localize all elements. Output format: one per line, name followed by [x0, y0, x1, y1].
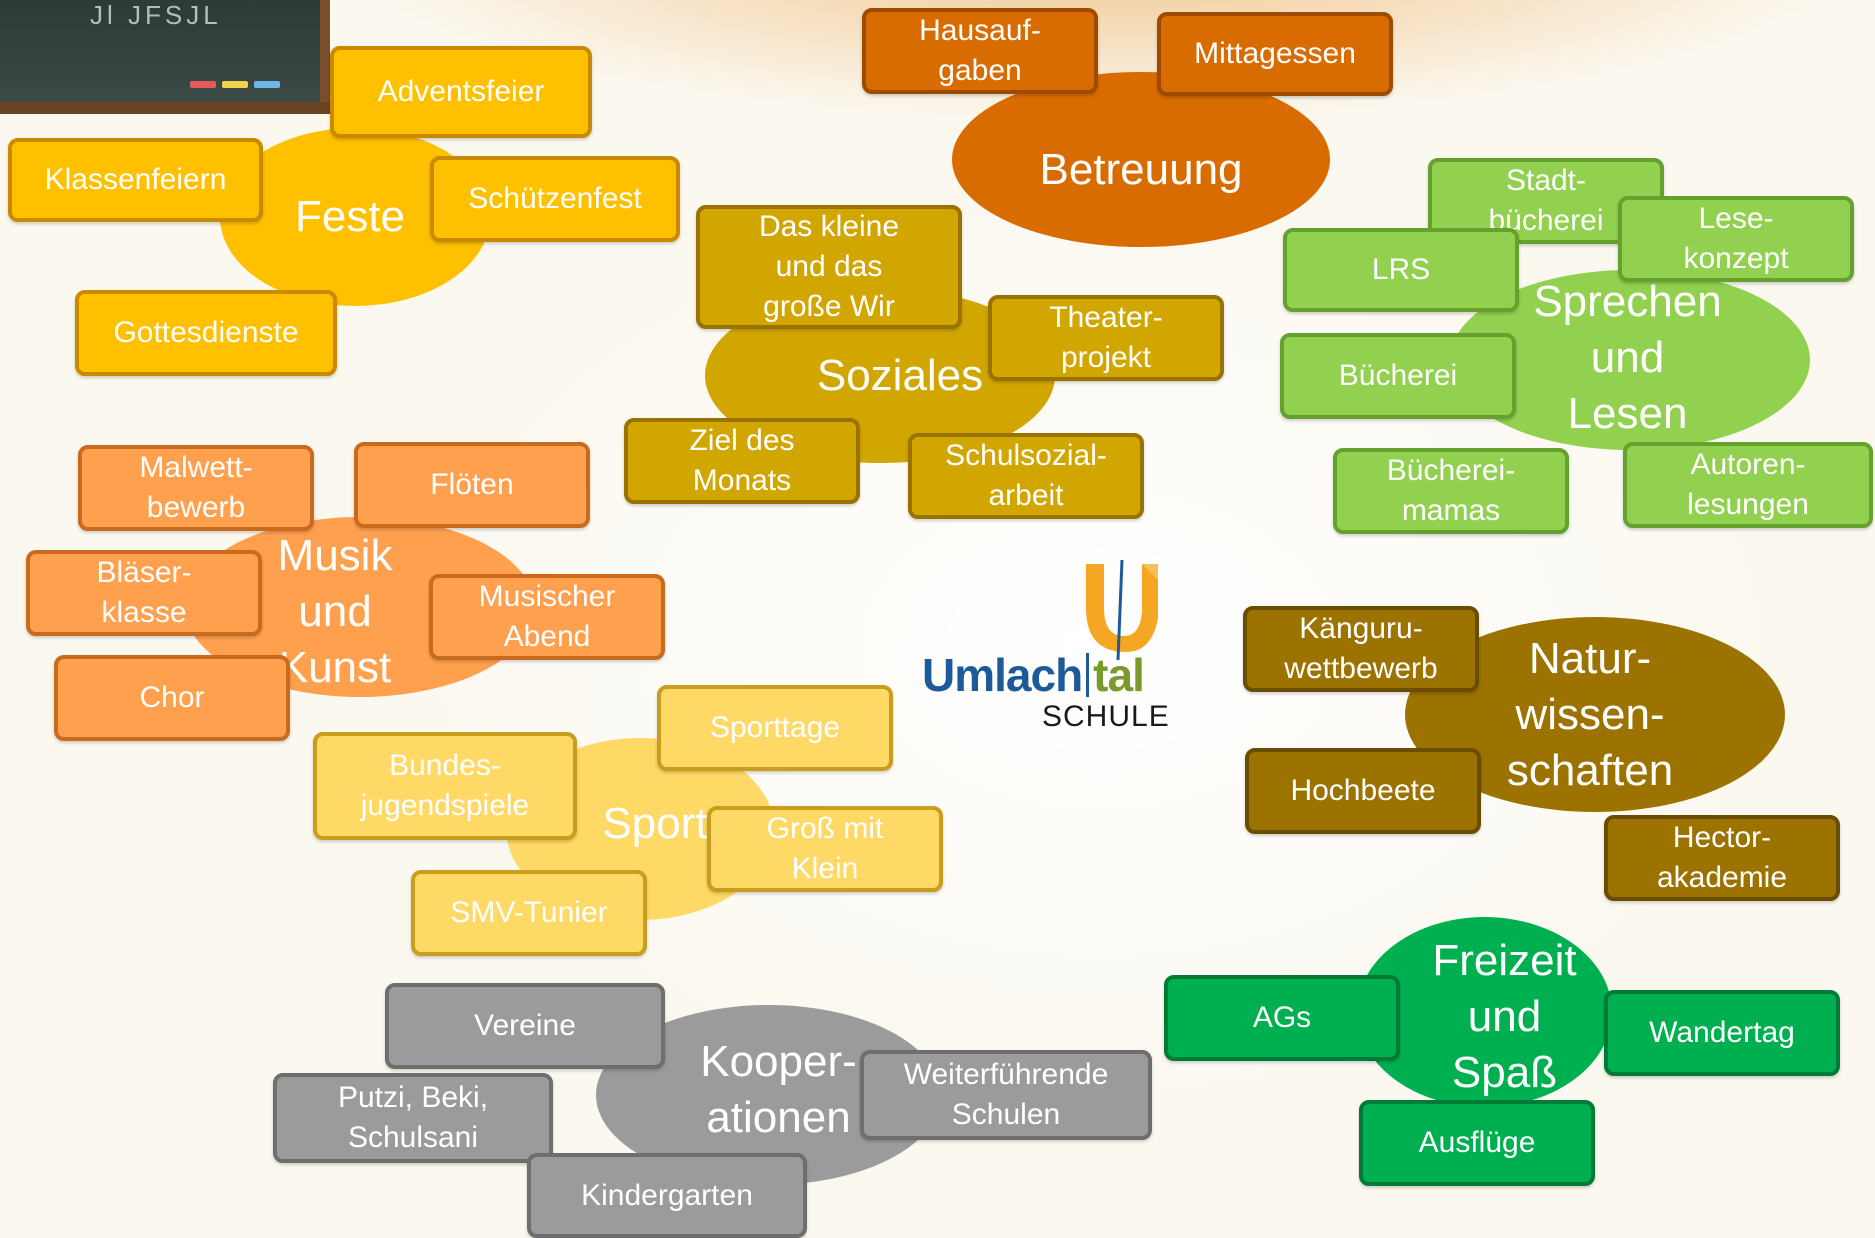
- node-klassenfeiern: Klassenfeiern: [8, 138, 263, 222]
- cluster-title-soziales: Soziales: [816, 350, 984, 400]
- node-schuetzenfest: Schützenfest: [430, 156, 680, 242]
- node-kaenguruwettbewerb: Känguru- wettbewerb: [1243, 606, 1479, 692]
- node-gottesdienste: Gottesdienste: [75, 290, 337, 376]
- node-chor: Chor: [54, 655, 290, 741]
- node-putzi-beki-schulsani: Putzi, Beki, Schulsani: [273, 1073, 553, 1163]
- node-lesekonzept: Lese- konzept: [1618, 196, 1854, 282]
- node-wandertag: Wandertag: [1604, 990, 1840, 1076]
- node-malwettbewerb: Malwett- bewerb: [78, 445, 314, 531]
- node-vereine: Vereine: [385, 983, 665, 1069]
- logo-separator: [1086, 653, 1090, 697]
- cluster-title-betreuung: Betreuung: [1039, 144, 1243, 194]
- node-ziel-des-monats: Ziel des Monats: [624, 418, 860, 504]
- chalkboard-ledge: [0, 102, 330, 114]
- chalk-piece: [222, 81, 248, 88]
- node-kindergarten: Kindergarten: [527, 1153, 807, 1238]
- node-bundesjugendspiele: Bundes- jugendspiele: [313, 732, 577, 840]
- node-schulsozialarbeit: Schulsozial- arbeit: [908, 433, 1144, 519]
- node-ausfluege: Ausflüge: [1359, 1100, 1595, 1186]
- node-buecherei: Bücherei: [1280, 333, 1516, 419]
- cluster-betreuung: Betreuung: [952, 72, 1330, 247]
- node-adventsfeier: Adventsfeier: [330, 46, 592, 138]
- node-autorenlesungen: Autoren- lesungen: [1623, 442, 1873, 528]
- node-smv-tunier: SMV-Tunier: [411, 870, 647, 956]
- node-ags: AGs: [1164, 975, 1400, 1061]
- cluster-title-sport: Sport: [602, 799, 708, 848]
- cluster-title-kooperationen: Kooper- ationen: [700, 1037, 857, 1142]
- cluster-title-musik-und-kunst: Musik und Kunst: [277, 531, 393, 692]
- node-blaeserklasse: Bläser- klasse: [26, 550, 262, 636]
- node-das-kleine-und-das-grosse-wir: Das kleine und das große Wir: [696, 205, 962, 329]
- cluster-title-freizeit-und-spass: Freizeit und Spaß: [1432, 936, 1577, 1097]
- node-hausaufgaben: Hausauf- gaben: [862, 8, 1098, 94]
- node-musischer-abend: Musischer Abend: [429, 574, 665, 660]
- node-weiterfuehrende-schulen: Weiterführende Schulen: [860, 1050, 1152, 1140]
- node-buechereimamas: Bücherei- mamas: [1333, 448, 1569, 534]
- node-sporttage: Sporttage: [657, 685, 893, 771]
- node-floeten: Flöten: [354, 442, 590, 528]
- logo-u-mark: [1086, 560, 1158, 660]
- chalkboard-image: Jl JFSJL: [0, 0, 330, 114]
- cluster-title-naturwissenschaften: Natur- wissen- schaften: [1506, 633, 1674, 795]
- node-hectorakademie: Hector- akademie: [1604, 815, 1840, 901]
- node-mittagessen: Mittagessen: [1157, 12, 1393, 96]
- cluster-title-sprechen-und-lesen: Sprechen und Lesen: [1533, 276, 1722, 438]
- node-lrs: LRS: [1283, 228, 1519, 312]
- cluster-title-feste: Feste: [294, 192, 406, 241]
- chalk-piece: [190, 81, 216, 88]
- chalk-piece: [254, 81, 280, 88]
- node-theaterprojekt: Theater- projekt: [988, 295, 1224, 381]
- logo-word-tal: tal: [1093, 649, 1145, 701]
- logo-word-umlach: Umlach: [922, 649, 1083, 701]
- logo-word-schule: SCHULE: [1042, 700, 1170, 733]
- chalk-scribble: Jl JFSJL: [90, 0, 222, 30]
- node-hochbeete: Hochbeete: [1245, 748, 1481, 834]
- node-gross-mit-klein: Groß mit Klein: [707, 806, 943, 892]
